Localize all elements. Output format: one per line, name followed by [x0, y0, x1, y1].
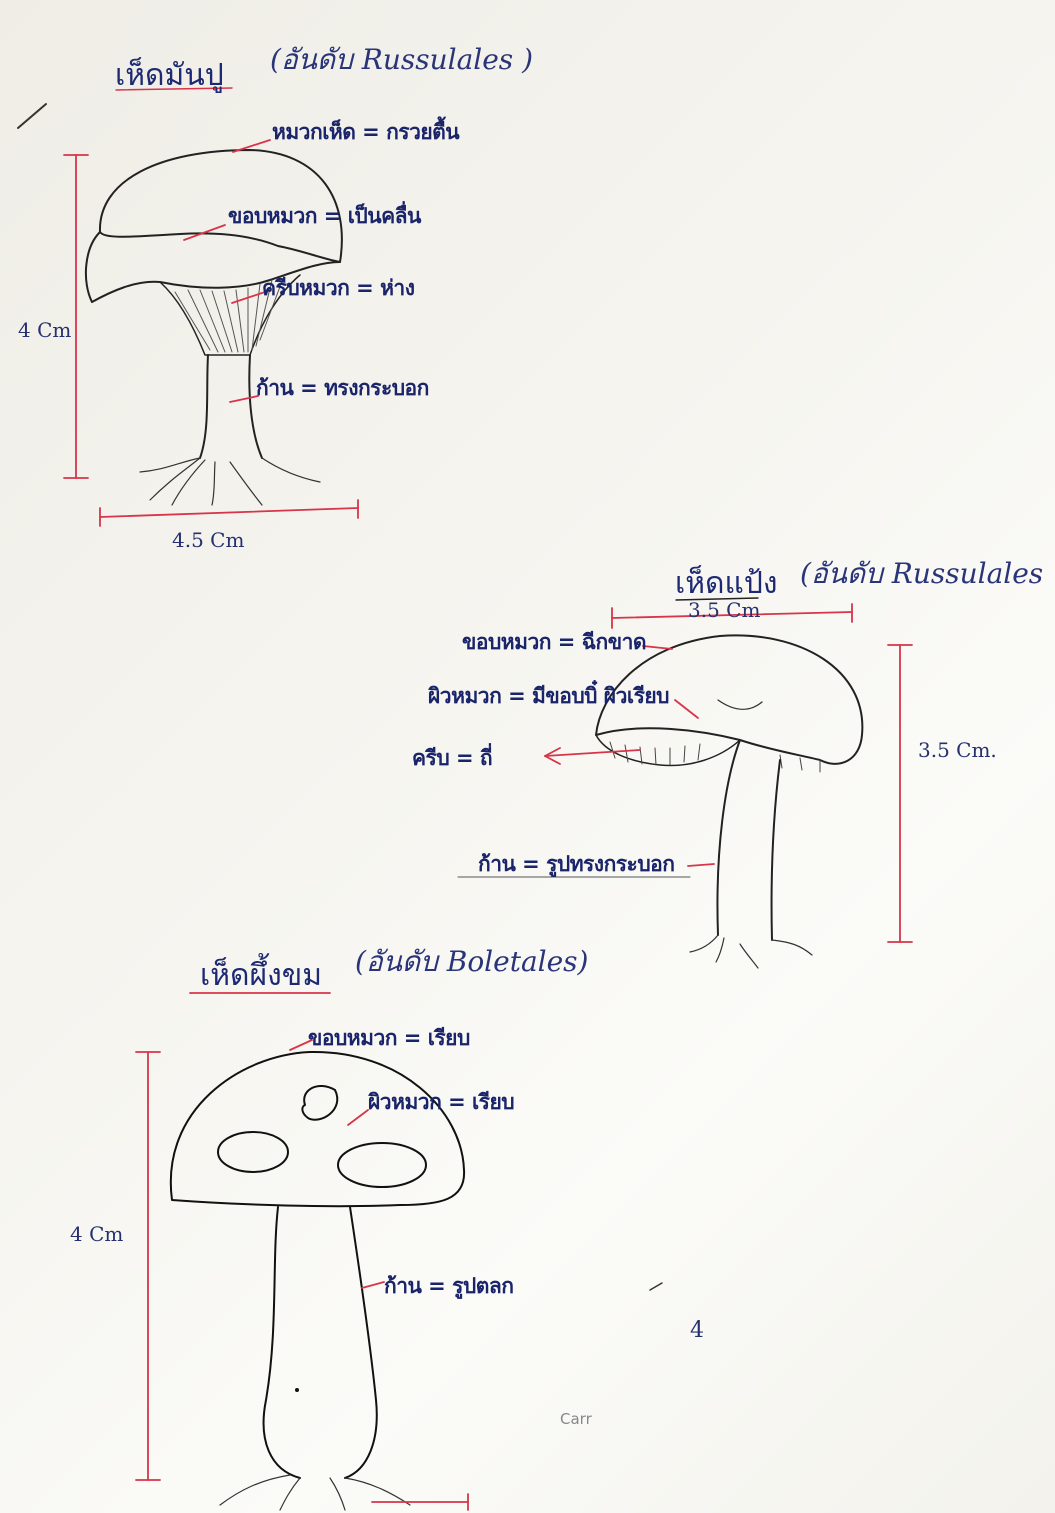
specimen-3-order: (อันดับ Boletales): [355, 940, 588, 984]
specimen-3-part-surface: ผิวหมวก = เรียบ: [368, 1086, 514, 1119]
specimen-3-height: 4 Cm: [70, 1222, 123, 1246]
specimen-3-title: เห็ดผึ้งขม: [200, 952, 322, 999]
specimen-3-part-stem: ก้าน = รูปตลก: [384, 1270, 513, 1303]
specimen-2-part-stem: ก้าน = รูปทรงกระบอก: [478, 848, 675, 881]
specimen-2-width: 3.5 Cm: [688, 598, 760, 622]
specimen-2-height: 3.5 Cm.: [918, 738, 997, 762]
specimen-1-title: เห็ดมันปู: [115, 52, 224, 99]
specimen-1-part-cap: หมวกเห็ด = กรวยตื้น: [272, 116, 459, 149]
pen-tick: [650, 1283, 662, 1290]
page-number: 4: [690, 1318, 704, 1343]
specimen-1-part-gills: ครีบหมวก = ห่าง: [262, 272, 414, 305]
specimen-1-width: 4.5 Cm: [172, 528, 244, 552]
faint-mark: Carr: [560, 1410, 592, 1428]
specimen-2-part-surface: ผิวหมวก = มีขอบบิ๋ ผิวเรียบ: [428, 680, 669, 713]
specimen-3-part-margin: ขอบหมวก = เรียบ: [308, 1022, 470, 1055]
specimen-2-order: (อันดับ Russulales: [800, 552, 1043, 596]
specimen-1-part-stem: ก้าน = ทรงกระบอก: [256, 372, 429, 405]
stray-line: [18, 104, 46, 128]
specimen-2-part-gills: ครีบ = ถี่: [412, 742, 492, 775]
specimen-1-height: 4 Cm: [18, 318, 71, 342]
specimen-2-part-margin: ขอบหมวก = ฉีกขาด: [462, 626, 646, 659]
specimen-1-order: (อันดับ Russulales ): [270, 38, 533, 82]
specimen-1-part-margin: ขอบหมวก = เป็นคลื่น: [228, 200, 421, 233]
